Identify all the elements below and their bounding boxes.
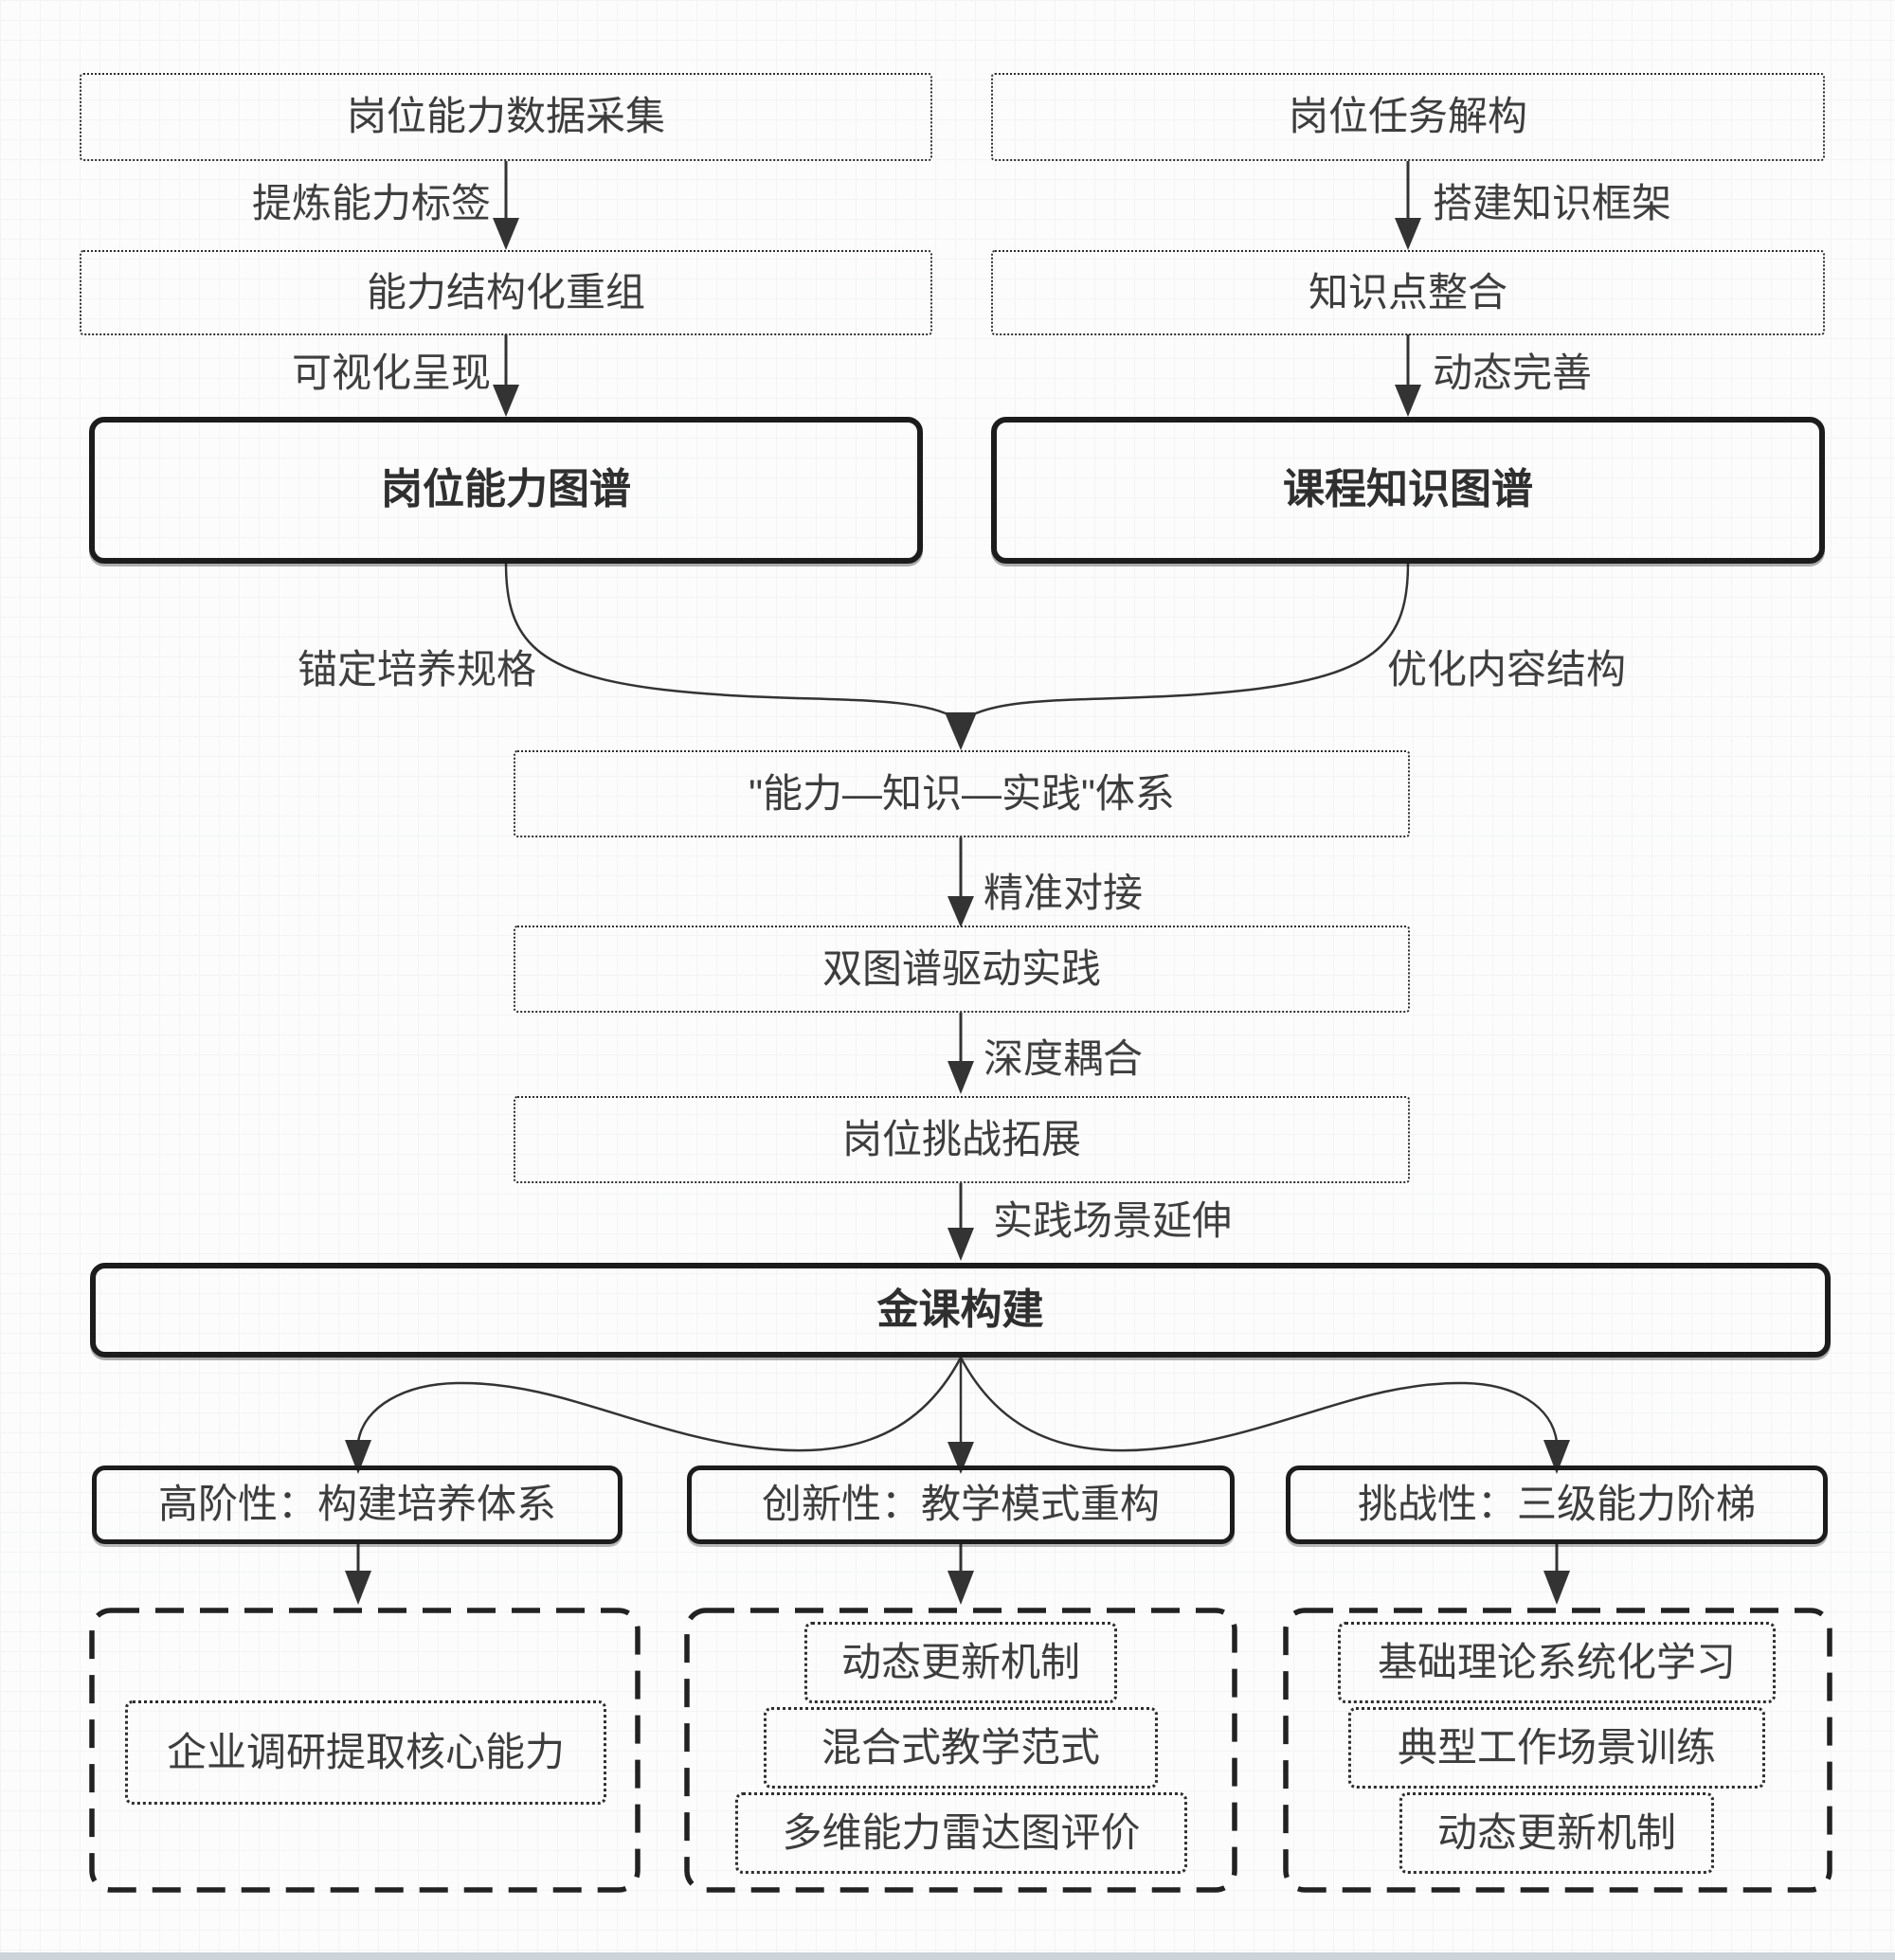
node-post-task-deconstruction: 岗位任务解构 xyxy=(991,73,1825,161)
edge-merge-left xyxy=(504,563,956,720)
item-basic-theory-systematic-learning: 基础理论系统化学习 xyxy=(1338,1622,1776,1703)
edge-branch-right xyxy=(959,1357,1559,1452)
item-blended-teaching-paradigm: 混合式教学范式 xyxy=(764,1707,1158,1789)
node-post-competency-map: 岗位能力图谱 xyxy=(89,417,923,564)
arrowhead xyxy=(345,1440,371,1474)
node-gold-course-construction: 金课构建 xyxy=(90,1263,1831,1358)
edge-branch-left xyxy=(356,1357,963,1452)
edge-label-anchor-training-specs: 锚定培养规格 xyxy=(297,647,536,692)
arrowhead xyxy=(1543,1440,1570,1474)
arrowhead xyxy=(948,896,974,927)
item-dynamic-update-mechanism-2: 动态更新机制 xyxy=(1399,1792,1714,1874)
edge-label-precise-alignment: 精准对接 xyxy=(984,871,1144,915)
node-course-knowledge-map: 课程知识图谱 xyxy=(991,417,1825,564)
branch-innovation-title: 创新性：教学模式重构 xyxy=(687,1466,1235,1544)
arrowhead xyxy=(1543,1571,1570,1605)
edge-label-build-knowledge-framework: 搭建知识框架 xyxy=(1433,181,1672,225)
branch-higher-order-title: 高阶性：构建培养体系 xyxy=(92,1466,623,1544)
edge-label-optimize-content-structure: 优化内容结构 xyxy=(1386,647,1626,692)
node-competency-knowledge-practice-system: "能力—知识—实践"体系 xyxy=(514,750,1410,837)
arrowhead xyxy=(493,218,519,250)
edge-label-dynamic-improvement: 动态完善 xyxy=(1433,351,1593,395)
edge-label-visual-presentation: 可视化呈现 xyxy=(291,351,491,395)
item-multidimensional-radar-evaluation: 多维能力雷达图评价 xyxy=(735,1792,1187,1874)
edge-merge-right xyxy=(966,563,1410,720)
arrowhead xyxy=(945,712,977,750)
arrowhead xyxy=(345,1571,371,1605)
window-bottom-edge xyxy=(0,1952,1895,1960)
arrowhead xyxy=(948,1228,974,1261)
item-enterprise-research-core-competency: 企业调研提取核心能力 xyxy=(125,1700,606,1805)
node-post-competency-data-collection: 岗位能力数据采集 xyxy=(80,73,932,161)
node-competency-structural-reorganization: 能力结构化重组 xyxy=(80,250,932,335)
branch-challenge-title: 挑战性：三级能力阶梯 xyxy=(1286,1466,1828,1544)
arrowhead xyxy=(1395,218,1421,250)
edge-label-extract-competency-tags: 提炼能力标签 xyxy=(251,181,491,225)
node-dual-map-driven-practice: 双图谱驱动实践 xyxy=(514,926,1410,1013)
edge-label-deep-coupling: 深度耦合 xyxy=(984,1036,1144,1081)
arrowhead xyxy=(948,1442,974,1474)
arrowhead xyxy=(948,1571,974,1605)
edge-label-practice-scenario-extension: 实践场景延伸 xyxy=(993,1198,1233,1243)
node-knowledge-point-integration: 知识点整合 xyxy=(991,250,1825,335)
arrowhead xyxy=(493,385,519,417)
arrowhead xyxy=(948,1061,974,1094)
item-dynamic-update-mechanism: 动态更新机制 xyxy=(804,1622,1117,1703)
item-typical-work-scenario-training: 典型工作场景训练 xyxy=(1348,1707,1765,1789)
container-innovation xyxy=(684,1608,1237,1893)
arrowhead xyxy=(1395,385,1421,417)
node-post-challenge-expansion: 岗位挑战拓展 xyxy=(514,1096,1410,1183)
